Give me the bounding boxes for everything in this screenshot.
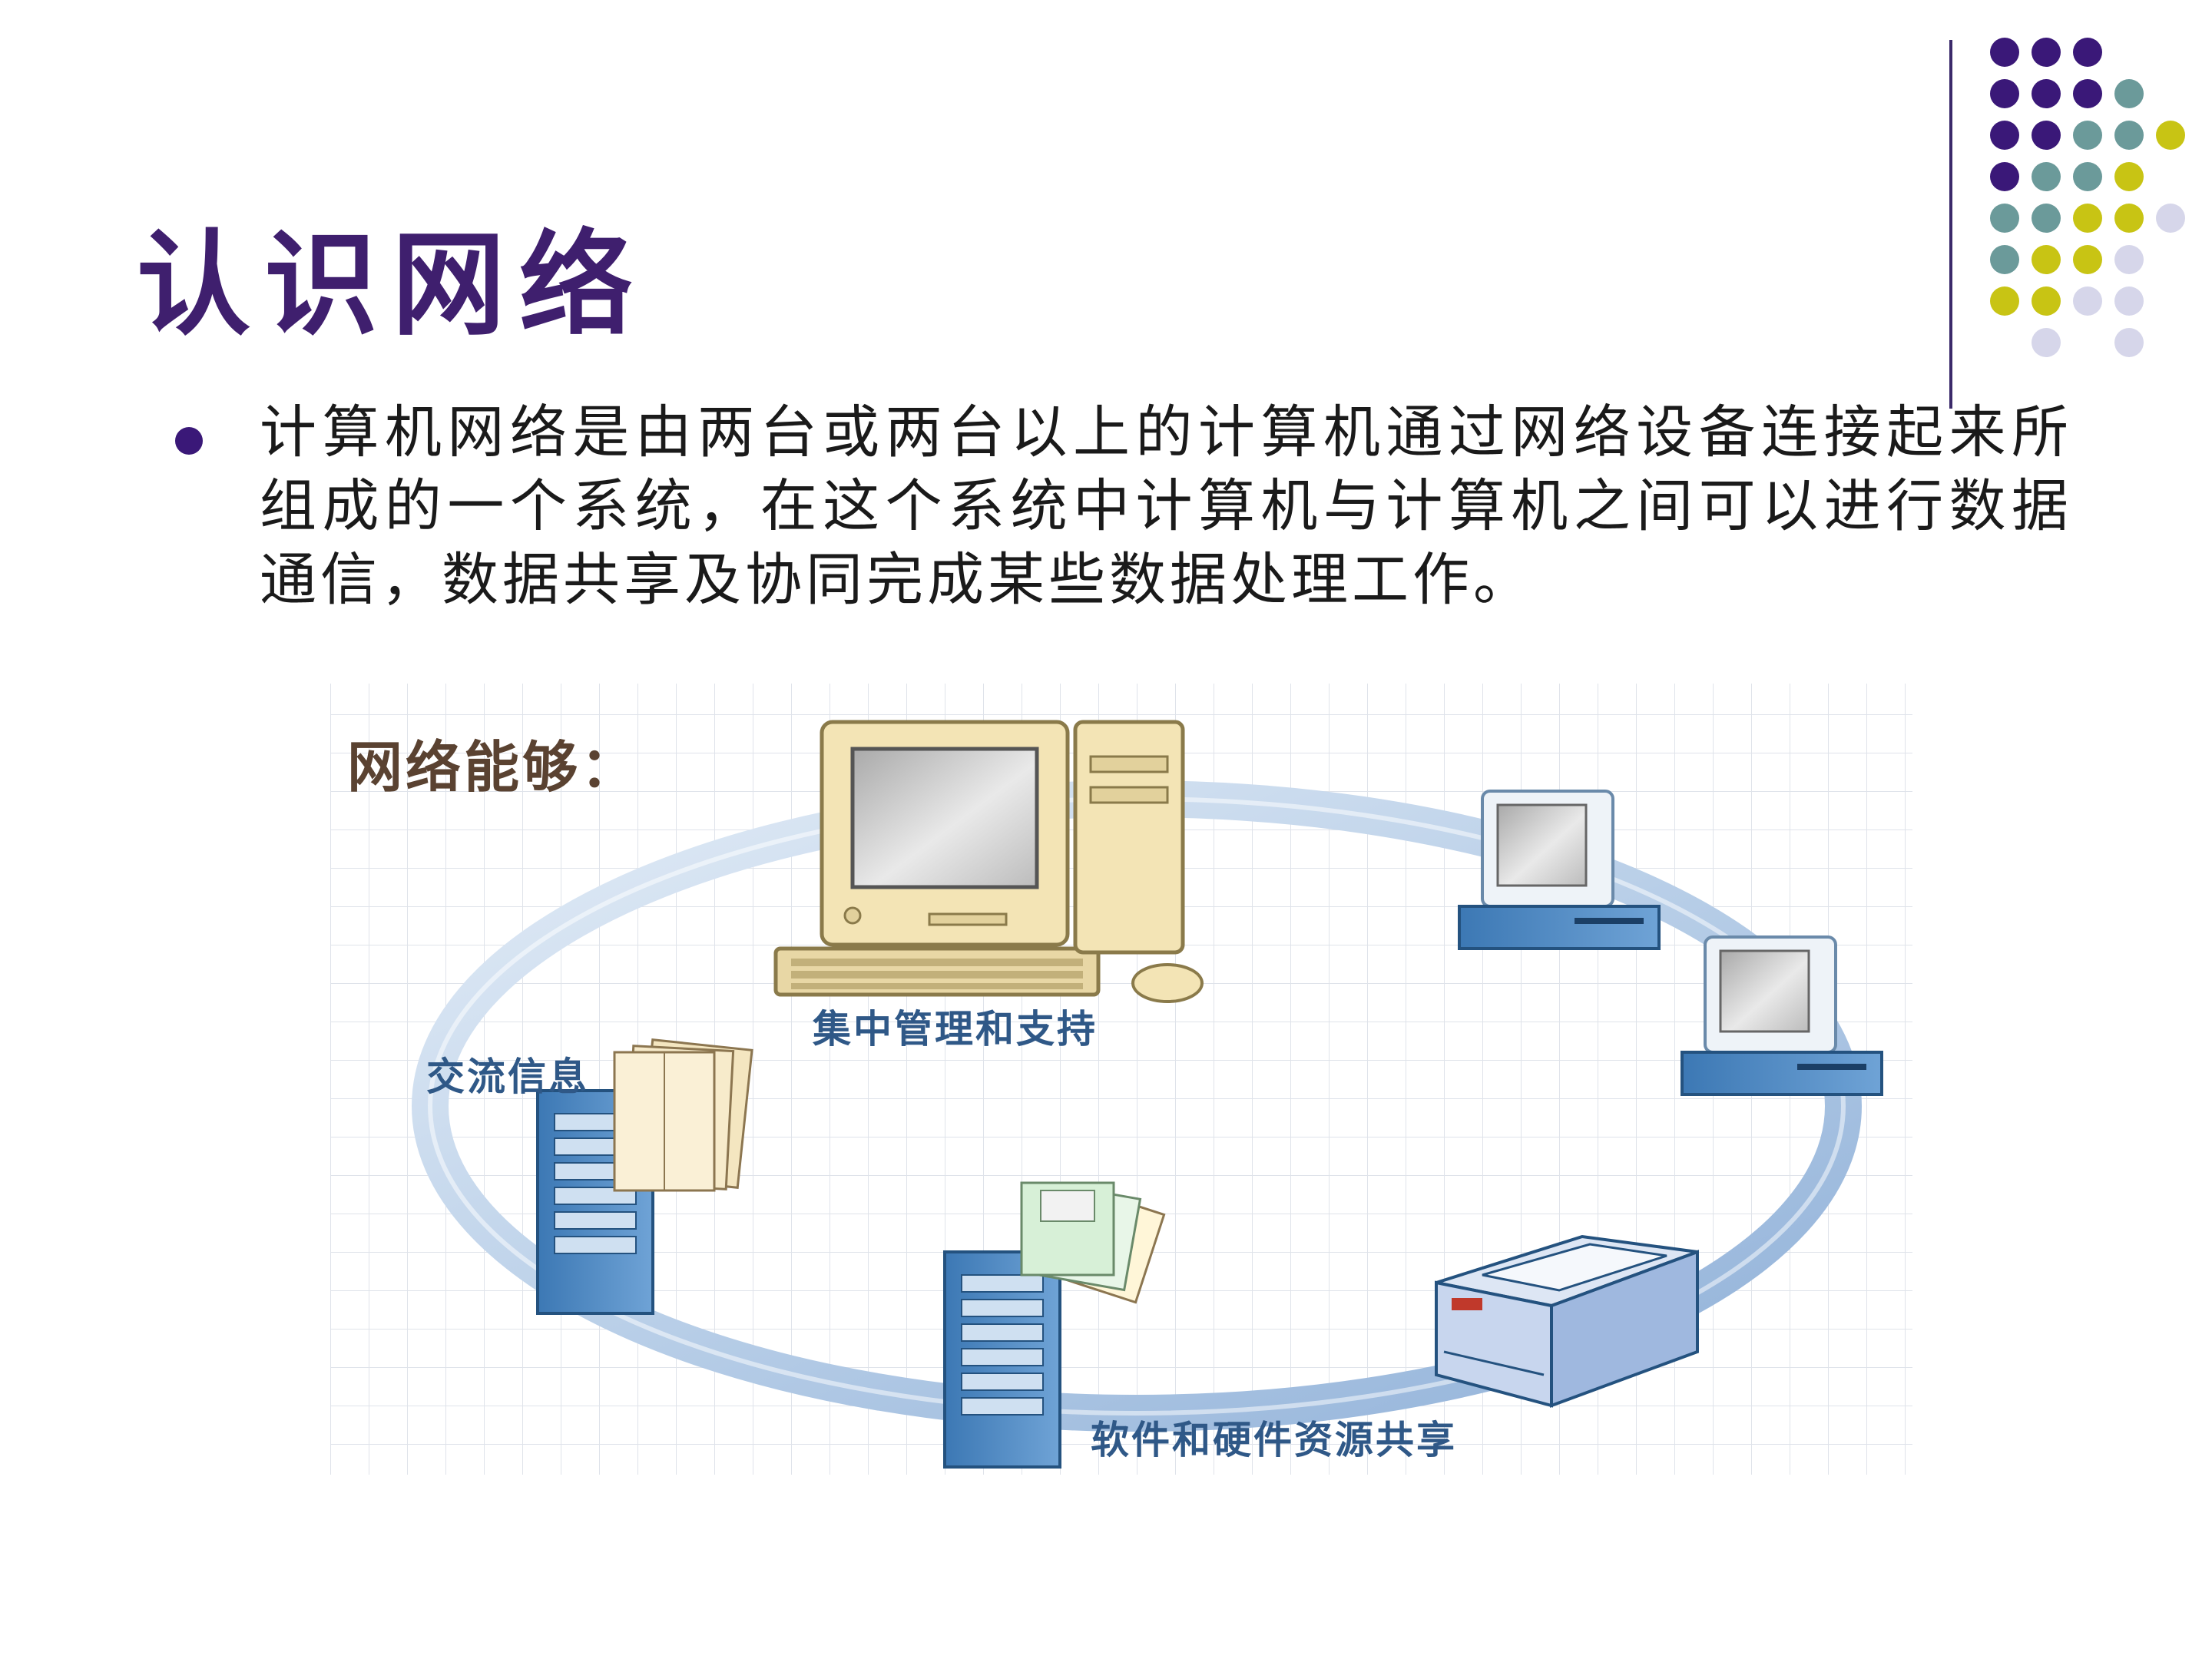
decorative-dot xyxy=(2073,286,2102,316)
decorative-dot xyxy=(2073,162,2102,191)
decorative-dot xyxy=(2114,79,2144,108)
figure-heading: 网络能够： xyxy=(347,734,640,800)
decorative-dot xyxy=(2032,38,2061,67)
decorative-dot xyxy=(2073,38,2102,67)
decorative-dot xyxy=(2073,121,2102,150)
slide-title: 认识网络 xyxy=(137,217,647,351)
decorative-dot xyxy=(1990,204,2019,233)
floppy-disks xyxy=(1020,1181,1166,1304)
decorative-dot xyxy=(1990,38,2019,67)
decorative-dot xyxy=(1990,286,2019,316)
decorative-dot xyxy=(1990,79,2019,108)
label-management: 集中管理和支持 xyxy=(813,1006,1098,1051)
decorative-dot xyxy=(2032,245,2061,274)
decorative-dot xyxy=(2073,79,2102,108)
decorative-dot xyxy=(2114,204,2144,233)
envelopes xyxy=(613,1038,753,1192)
label-sharing: 软件和硬件资源共享 xyxy=(1091,1417,1457,1462)
workstation-mid-right xyxy=(1681,935,1883,1096)
decorative-dot xyxy=(2032,286,2061,316)
label-exchange: 交流信息 xyxy=(426,1054,589,1099)
vertical-divider-line xyxy=(1949,40,1952,409)
decorative-dot xyxy=(1990,121,2019,150)
central-computer xyxy=(773,720,1204,1003)
decorative-dot xyxy=(2032,79,2061,108)
decorative-dot xyxy=(2032,162,2061,191)
decorative-dot xyxy=(2156,204,2185,233)
decorative-dot xyxy=(2114,328,2144,357)
bullet-text: 计算机网络是由两台或两台以上的计算机通过网络设备连接起来所组成的一个系统，在这个… xyxy=(260,399,2072,613)
decorative-dot xyxy=(2114,162,2144,191)
decorative-dot xyxy=(2114,245,2144,274)
workstation-top-right xyxy=(1458,790,1661,950)
printer xyxy=(1435,1234,1699,1408)
decorative-dot xyxy=(2114,286,2144,316)
bullet-icon xyxy=(175,427,203,455)
dot-grid-decoration xyxy=(1990,38,2185,357)
decorative-dot xyxy=(2032,121,2061,150)
network-illustration xyxy=(330,684,1912,1475)
decorative-dot xyxy=(2032,328,2061,357)
server-bottom xyxy=(943,1250,1061,1469)
decorative-dot xyxy=(2032,204,2061,233)
decorative-dot xyxy=(1990,245,2019,274)
decorative-dot xyxy=(2073,204,2102,233)
decorative-dot xyxy=(2156,121,2185,150)
decorative-dot xyxy=(2073,245,2102,274)
decorative-dot xyxy=(1990,162,2019,191)
decorative-dot xyxy=(2114,121,2144,150)
